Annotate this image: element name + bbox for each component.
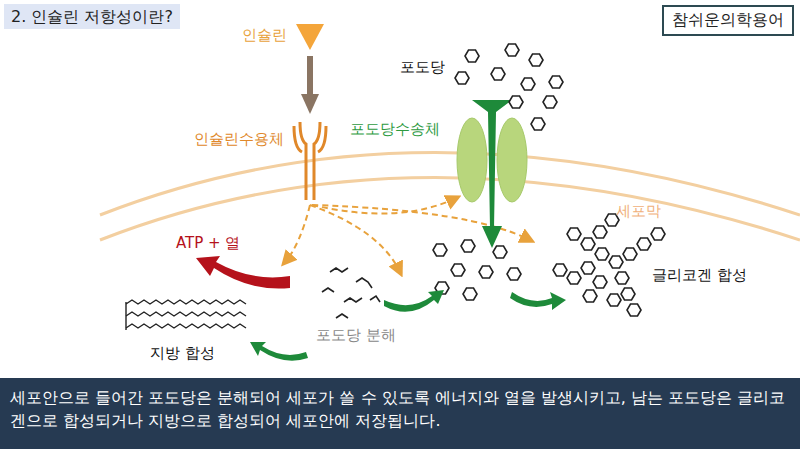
brand-text: 참쉬운의학용어 (672, 10, 784, 31)
transporter-label: 포도당수송체 (350, 120, 440, 138)
glucose-transporter (497, 118, 527, 202)
glucose-fragments (322, 268, 380, 318)
caption-text: 세포안으로 들어간 포도당은 분해되어 세포가 쓸 수 있도록 에너지와 열을 … (10, 386, 790, 432)
cell-membrane (100, 178, 800, 241)
glucose-label: 포도당 (400, 58, 445, 76)
glycogen-label: 글리코겐 합성 (652, 266, 747, 284)
glycogen-molecule (553, 214, 665, 316)
insulin-symbol (296, 24, 324, 50)
glucose-molecules (433, 44, 563, 300)
insulin-arrow (307, 56, 313, 96)
glucose-arrow (472, 100, 512, 228)
insulin-label: 인슐린 (242, 26, 287, 44)
glycolysis-label: 포도당 분해 (316, 326, 396, 344)
atp-label: ATP + 열 (176, 234, 240, 252)
insulin-arrowhead (301, 94, 319, 114)
fat-label: 지방 합성 (150, 344, 215, 362)
fat-molecule (126, 300, 246, 330)
receptor-label: 인슐린수용체 (194, 130, 284, 148)
conversion-arrows (250, 290, 566, 361)
brand-box: 참쉬운의학용어 (662, 5, 794, 36)
atp-arrow (196, 256, 290, 289)
page-title: 2. 인슐린 저항성이란? (4, 4, 180, 29)
membrane-label: 세포막 (616, 202, 661, 220)
glucose-arrowhead (482, 226, 502, 248)
insulin-receptor (294, 122, 326, 200)
glucose-transporter (457, 118, 487, 202)
